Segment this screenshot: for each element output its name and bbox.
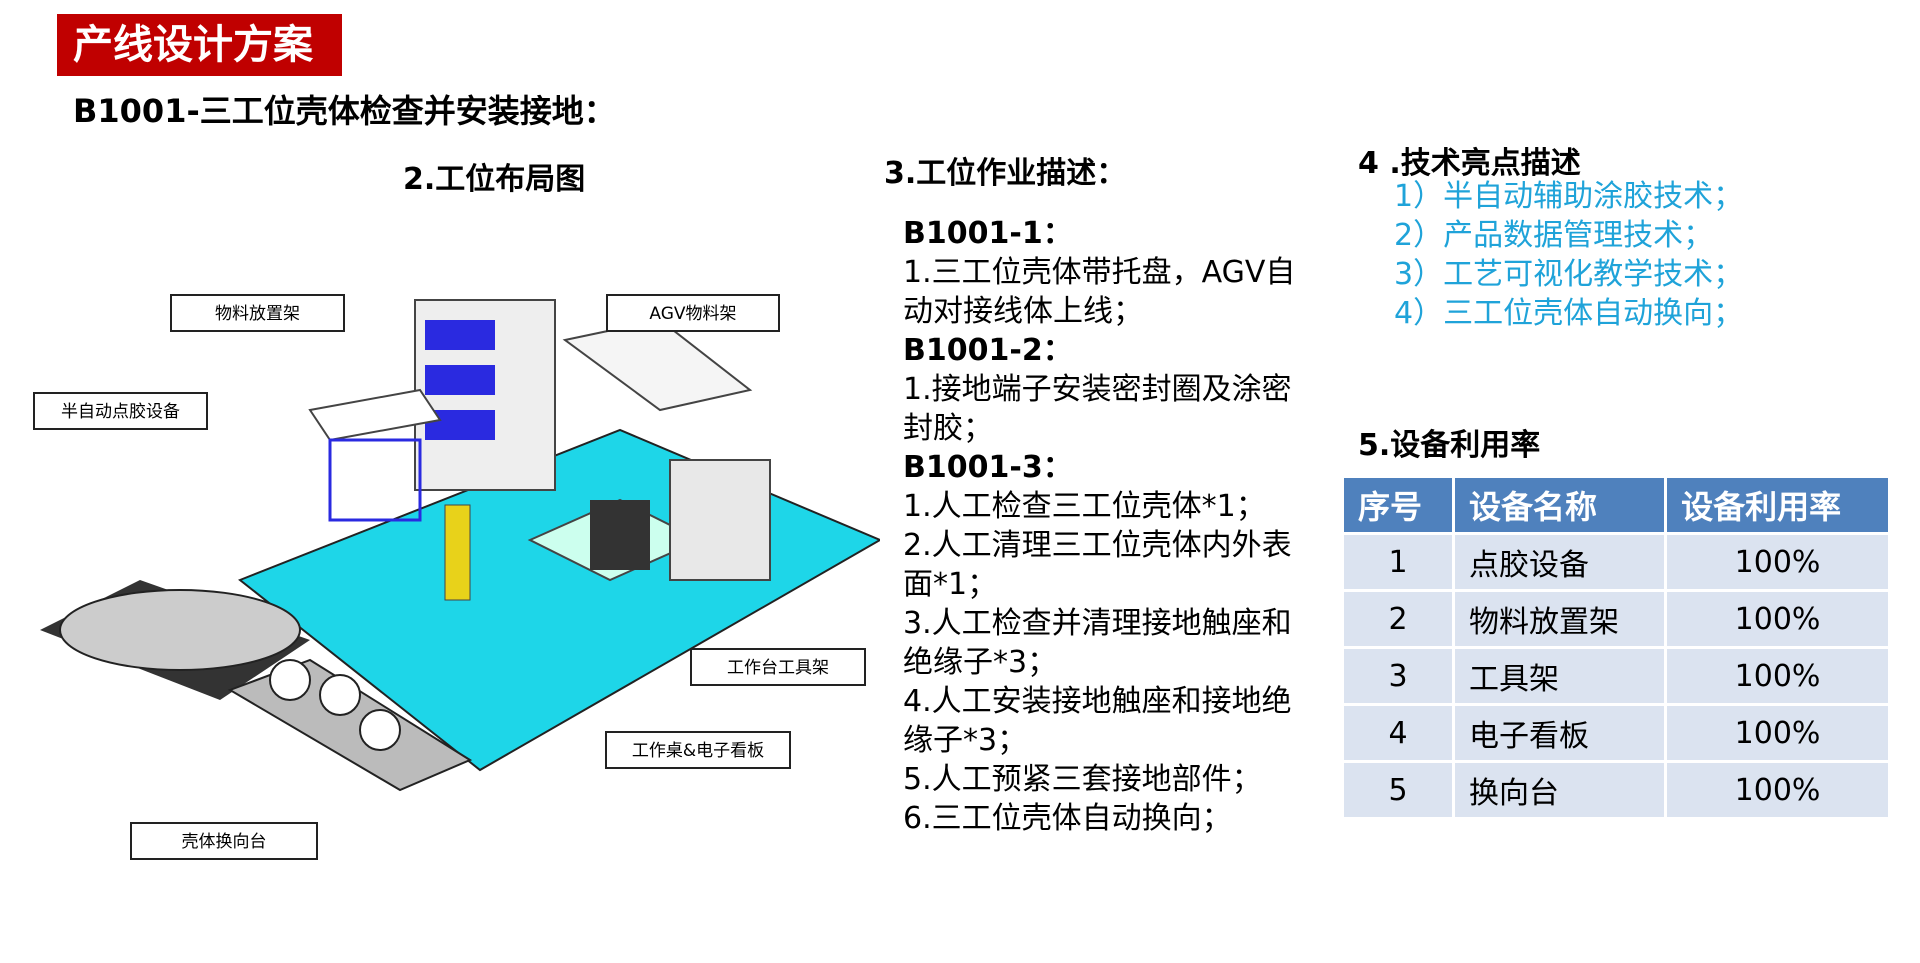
table-row: 5 换向台 100% — [1344, 763, 1888, 817]
ops-step: 1.三工位壳体带托盘，AGV自动对接线体上线； — [903, 255, 1296, 329]
ops-step: 6.三工位壳体自动换向； — [903, 801, 1232, 836]
tool-cabinet — [669, 459, 771, 581]
shell-part — [359, 709, 401, 751]
operator-figure — [444, 504, 471, 601]
page-title-badge: 产线设计方案 — [57, 14, 342, 76]
table-row: 4 电子看板 100% — [1344, 706, 1888, 760]
agv-rack — [562, 318, 753, 412]
shell-part — [269, 659, 311, 701]
equipment-name: 工具架 — [1455, 649, 1665, 703]
ops-description: B1001-1： 1.三工位壳体带托盘，AGV自动对接线体上线； B1001-2… — [903, 214, 1313, 838]
glue-station-legs — [328, 438, 422, 522]
row-index: 1 — [1344, 535, 1452, 589]
ops-step: 5.人工预紧三套接地部件； — [903, 762, 1262, 797]
highlight-item: 3）工艺可视化教学技术； — [1394, 257, 1744, 292]
station-subtitle: B1001-三工位壳体检查并安装接地： — [73, 92, 616, 130]
turntable-disc — [59, 589, 301, 671]
ops-step: 4.人工安装接地触座和接地绝缘子*3； — [903, 684, 1292, 758]
highlight-item: 1）半自动辅助涂胶技术； — [1394, 179, 1744, 214]
table-row: 3 工具架 100% — [1344, 649, 1888, 703]
table-row: 1 点胶设备 100% — [1344, 535, 1888, 589]
column-header: 设备利用率 — [1667, 478, 1888, 532]
shell-part — [319, 674, 361, 716]
row-index: 2 — [1344, 592, 1452, 646]
utilization-rate: 100% — [1667, 592, 1888, 646]
utilization-rate: 100% — [1667, 706, 1888, 760]
glue-station-table — [308, 388, 442, 442]
ops-section-title: 3.工位作业描述： — [884, 156, 1127, 191]
utilization-rate: 100% — [1667, 649, 1888, 703]
callout-material-rack: 物料放置架 — [170, 294, 345, 332]
row-index: 5 — [1344, 763, 1452, 817]
ops-step: 2.人工清理三工位壳体内外表面*1； — [903, 528, 1292, 602]
equipment-name: 点胶设备 — [1455, 535, 1665, 589]
column-header: 设备名称 — [1455, 478, 1665, 532]
callout-glue-equipment: 半自动点胶设备 — [33, 392, 208, 430]
material-bins — [425, 365, 495, 395]
callout-turntable: 壳体换向台 — [130, 822, 318, 860]
callout-agv-rack: AGV物料架 — [606, 294, 780, 332]
layout-section-title: 2.工位布局图 — [403, 162, 586, 197]
row-index: 3 — [1344, 649, 1452, 703]
ops-step: 3.人工检查并清理接地触座和绝缘子*3； — [903, 606, 1292, 680]
callout-tool-rack: 工作台工具架 — [690, 648, 866, 686]
ops-step: 1.人工检查三工位壳体*1； — [903, 489, 1266, 524]
table-header-row: 序号 设备名称 设备利用率 — [1344, 478, 1888, 532]
electronic-board — [590, 500, 650, 570]
ops-step: 1.接地端子安装密封圈及涂密封胶； — [903, 372, 1292, 446]
utilization-table: 序号 设备名称 设备利用率 1 点胶设备 100% 2 物料放置架 100% 3… — [1341, 475, 1891, 820]
highlight-item: 2）产品数据管理技术； — [1394, 218, 1714, 253]
ops-group-code: B1001-1： — [903, 216, 1073, 251]
utilization-rate: 100% — [1667, 763, 1888, 817]
equipment-name: 换向台 — [1455, 763, 1665, 817]
highlight-item: 4）三工位壳体自动换向； — [1394, 296, 1744, 331]
column-header: 序号 — [1344, 478, 1452, 532]
material-bins — [425, 320, 495, 350]
row-index: 4 — [1344, 706, 1452, 760]
station-layout-drawing — [40, 299, 880, 792]
utilization-title: 5.设备利用率 — [1358, 428, 1541, 463]
highlights-title: 4 .技术亮点描述 — [1358, 146, 1581, 181]
ops-group-code: B1001-2： — [903, 333, 1073, 368]
equipment-name: 电子看板 — [1455, 706, 1665, 760]
callout-workbench-board: 工作桌&电子看板 — [605, 731, 791, 769]
equipment-name: 物料放置架 — [1455, 592, 1665, 646]
highlights-list: 1）半自动辅助涂胶技术； 2）产品数据管理技术； 3）工艺可视化教学技术； 4）… — [1394, 177, 1743, 333]
table-row: 2 物料放置架 100% — [1344, 592, 1888, 646]
utilization-rate: 100% — [1667, 535, 1888, 589]
ops-group-code: B1001-3： — [903, 450, 1073, 485]
